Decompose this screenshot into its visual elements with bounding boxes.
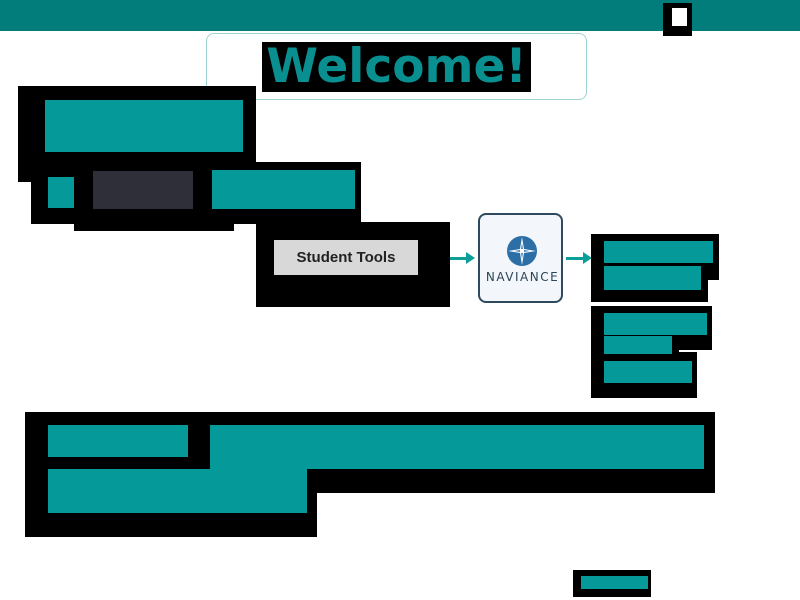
redacted-link-block[interactable] — [212, 170, 355, 209]
naviance-card[interactable]: NAVIANCE — [478, 213, 563, 303]
redacted-dark-button[interactable] — [93, 171, 193, 209]
redacted-result-item-4[interactable] — [604, 336, 672, 354]
flow-arrow-2-head — [583, 252, 592, 264]
redacted-result-item-3[interactable] — [604, 313, 707, 335]
flow-arrow-1-line — [450, 257, 467, 260]
redacted-lower-block-2 — [210, 425, 704, 469]
student-tools-shadow — [283, 282, 443, 296]
redacted-heading-block — [45, 100, 243, 152]
redacted-result-item-5[interactable] — [604, 361, 692, 383]
menu-button[interactable] — [663, 3, 692, 36]
flow-arrow-1-head — [466, 252, 475, 264]
welcome-title: Welcome! — [262, 41, 531, 92]
redacted-result-item-1[interactable] — [604, 241, 713, 263]
flow-arrow-2-line — [566, 257, 584, 260]
student-tools-button[interactable]: Student Tools — [274, 240, 418, 275]
redacted-lower-block-1 — [48, 425, 188, 457]
redacted-icon-block[interactable] — [48, 177, 74, 208]
redacted-result-item-2[interactable] — [604, 266, 701, 290]
welcome-banner: Welcome! — [206, 33, 587, 100]
redacted-lower-block-3 — [48, 469, 307, 513]
menu-icon — [672, 8, 687, 26]
redacted-footer-button[interactable] — [581, 576, 648, 589]
naviance-label: NAVIANCE — [485, 270, 560, 284]
redacted-shadow — [74, 215, 234, 231]
compass-star-icon — [507, 236, 537, 266]
